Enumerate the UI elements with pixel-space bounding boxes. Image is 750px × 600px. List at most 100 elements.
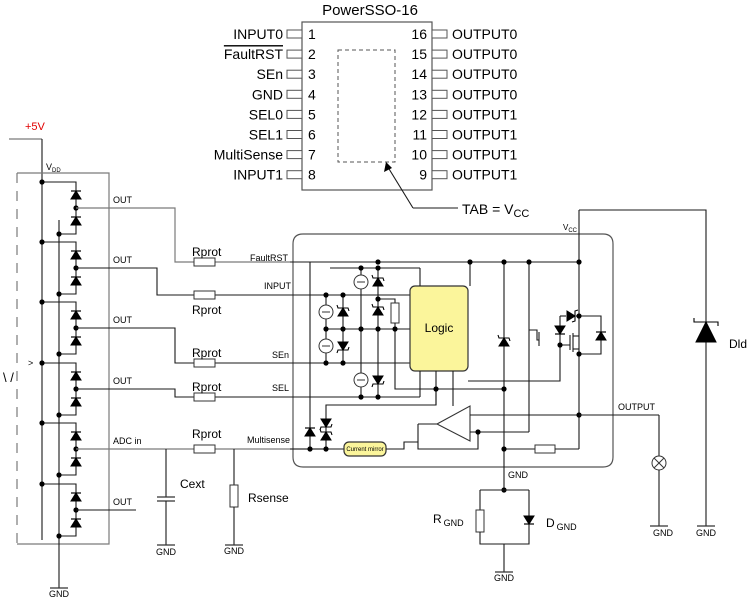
rprot-resistor: [193, 257, 216, 267]
pin-number: 12: [411, 106, 427, 122]
left-pins: 1INPUT02FaultRST3SEn4GND5SEL06SEL17Multi…: [214, 26, 316, 183]
gnd-label: GND: [49, 589, 70, 599]
dld-diode: [693, 318, 719, 343]
junction-dot: [323, 292, 329, 298]
junction-dot: [307, 446, 313, 452]
junction-dot: [526, 259, 532, 265]
tab-label: TAB = VCC: [462, 201, 529, 220]
rgnd-resistor: [475, 509, 485, 533]
junction-dot: [375, 326, 381, 332]
mcu-symbol-arrow: >: [28, 358, 33, 368]
junction-dot: [433, 386, 439, 392]
pin-name: OUTPUT0: [452, 86, 518, 102]
rprot-label-4: Rprot: [192, 380, 222, 394]
junction-dot: [475, 429, 481, 435]
supply-label: +5V: [25, 121, 46, 133]
junction-dot: [501, 259, 507, 265]
mcu-port-label: OUT: [113, 195, 133, 205]
junction-dot: [358, 265, 364, 271]
gnd-label-cext: GND: [156, 547, 177, 557]
rprot-label-1: Rprot: [192, 245, 222, 259]
pin-lead: [286, 89, 303, 99]
cext-label: Cext: [180, 477, 205, 491]
junction-dot: [557, 342, 563, 348]
junction-dot: [340, 292, 346, 298]
junction-dot: [392, 326, 398, 332]
signal-sen: SEn: [272, 350, 289, 360]
pin-lead: [286, 69, 303, 79]
logic-label: Logic: [425, 321, 454, 335]
pin-lead: [286, 130, 303, 139]
sense-resistor: [534, 444, 556, 454]
signal-sel: SEL: [272, 383, 289, 393]
vcc-label: VCC: [563, 223, 578, 234]
mcu-port-label: ADC in: [113, 436, 142, 446]
pin-number: 15: [411, 46, 427, 62]
mcu-port-label: OUT: [113, 376, 133, 386]
pin-name: OUTPUT1: [452, 127, 518, 143]
pin-name: OUTPUT0: [452, 46, 518, 62]
junction-dot: [340, 326, 346, 332]
pin-number: 11: [412, 127, 427, 143]
pin-lead: [431, 49, 448, 59]
mcu-port-label: OUT: [113, 497, 133, 507]
logic-block: [409, 285, 469, 372]
arrow-head-icon: [384, 162, 392, 172]
package-powersso16: PowerSSO-16 1INPUT02FaultRST3SEn4GND5SEL…: [214, 2, 530, 220]
rprot-resistor: [193, 358, 216, 368]
pin-lead: [286, 29, 303, 39]
pin-number: 13: [411, 86, 427, 102]
junction-dot: [375, 259, 381, 265]
pin-lead: [431, 150, 448, 160]
rprot-label-5: Rprot: [192, 427, 222, 441]
pin-name: OUTPUT1: [452, 147, 518, 163]
pin-name: FaultRST: [224, 46, 284, 62]
pin-lead: [431, 69, 448, 79]
junction-dot: [323, 446, 329, 452]
junction-dot: [358, 394, 364, 400]
gnd-label-load: GND: [653, 528, 674, 538]
pin-number: 2: [308, 46, 316, 62]
pin-lead: [286, 170, 303, 180]
junction-dot: [576, 259, 582, 265]
junction-dot: [375, 296, 381, 302]
pin-name: SEn: [257, 66, 283, 82]
junction-dot: [375, 394, 381, 400]
junction-dot: [467, 259, 473, 265]
junction-dot: [501, 446, 507, 452]
signal-multisense: Multisense: [247, 435, 290, 445]
gnd-label-dld: GND: [696, 528, 717, 538]
pin-lead: [286, 109, 303, 119]
mcu-port-label: OUT: [113, 315, 133, 325]
pin-number: 16: [411, 26, 427, 42]
exposed-tab-outline: [337, 49, 396, 163]
rsense-label: Rsense: [248, 491, 289, 505]
pin-name: OUTPUT1: [452, 167, 518, 183]
pin-number: 5: [308, 106, 316, 122]
junction-dot: [323, 326, 329, 332]
amplifier: [435, 405, 471, 442]
pin-lead: [431, 29, 448, 39]
signal-gnd: GND: [508, 470, 529, 480]
pin-lead: [286, 49, 303, 59]
junction-dot: [576, 313, 582, 319]
pin-lead: [431, 130, 448, 139]
pin-name: OUTPUT1: [452, 106, 518, 122]
pin-number: 14: [411, 66, 427, 82]
pin-name: INPUT0: [233, 26, 283, 42]
device-block: VCC L: [290, 209, 747, 583]
pin-name: GND: [252, 86, 283, 102]
mcu-symbol: \ /: [3, 370, 14, 385]
device-outline: [292, 233, 614, 468]
pin-number: 10: [411, 147, 427, 163]
pin-name: SEL1: [249, 127, 283, 143]
pin-name: INPUT1: [233, 167, 283, 183]
vdd-label: VDD: [46, 162, 61, 174]
mcu-outline: [17, 172, 110, 545]
pin-number: 3: [308, 66, 316, 82]
external-wiring: Rprot Rprot Rprot Rprot Rprot FaultRST I…: [76, 207, 325, 557]
